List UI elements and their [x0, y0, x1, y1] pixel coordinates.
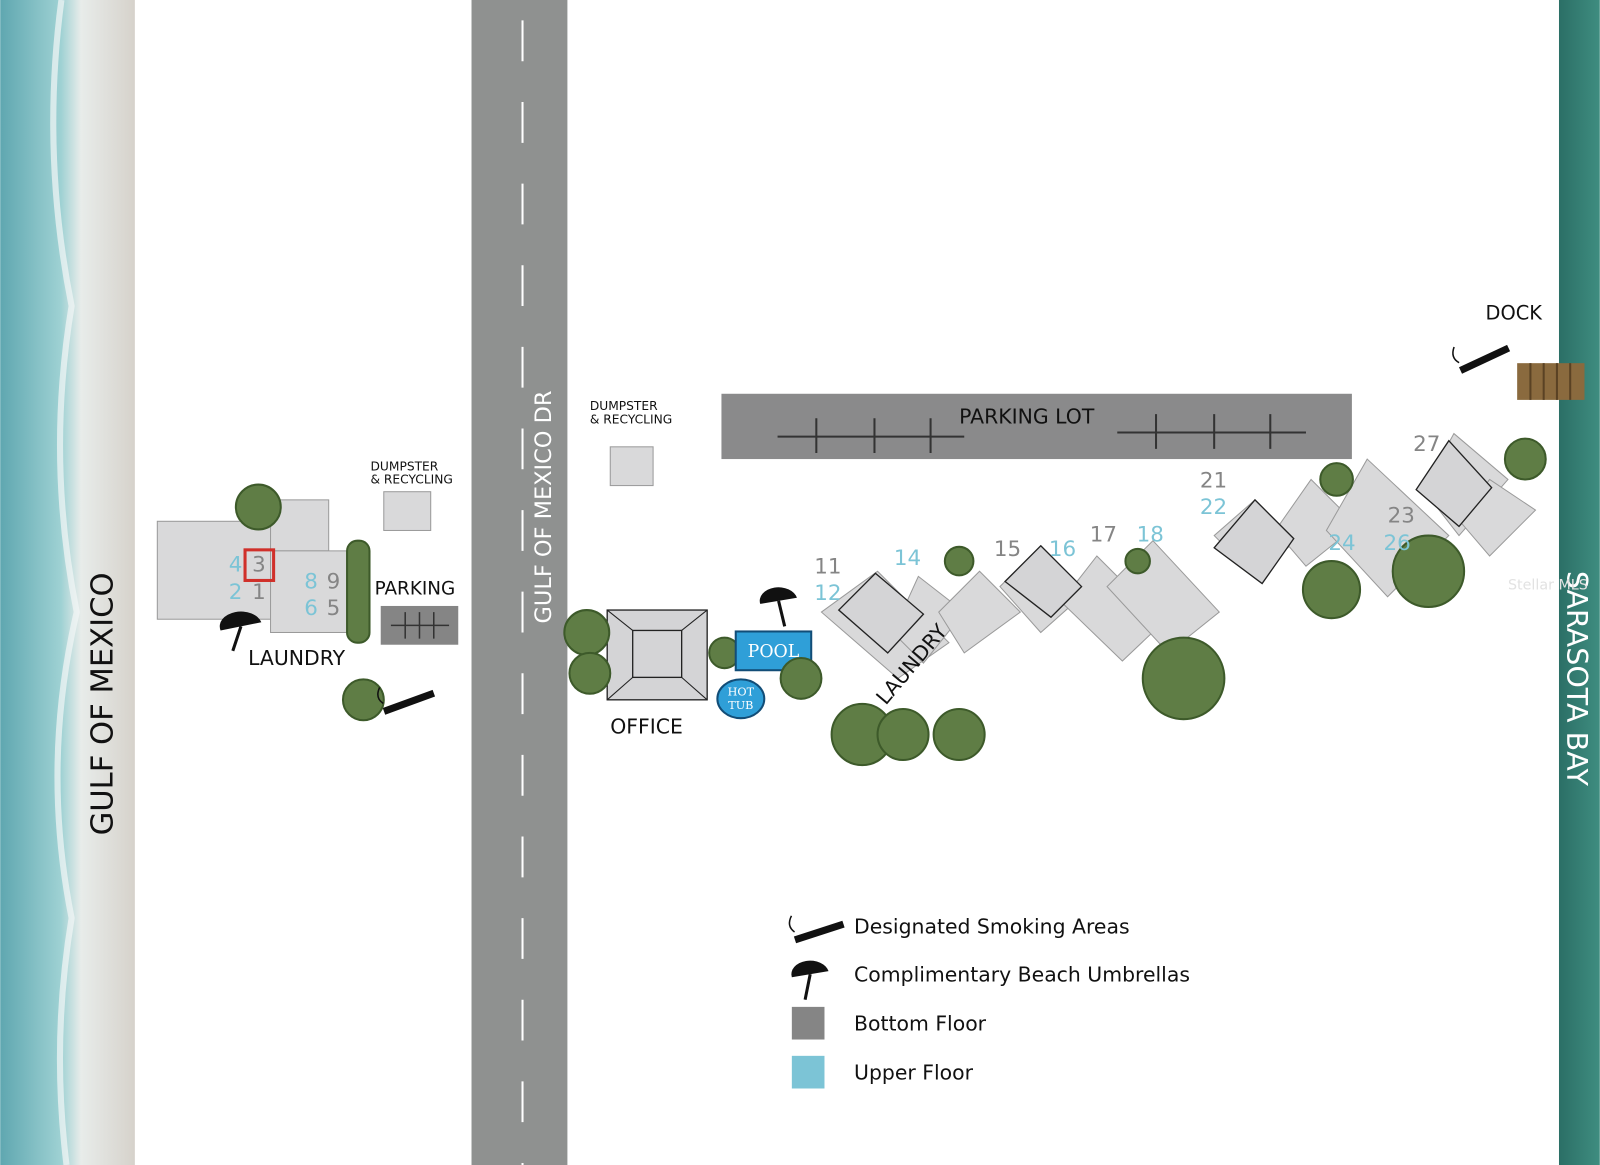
- tree: [1141, 636, 1226, 721]
- tree: [568, 651, 612, 695]
- dock-label: DOCK: [1486, 301, 1544, 324]
- surf-line: [50, 0, 80, 1165]
- watermark: Stellar MLS: [1508, 578, 1588, 594]
- road-label: GULF OF MEXICO DR: [531, 391, 557, 624]
- legend: Designated Smoking Areas Complimentary B…: [788, 914, 1190, 1089]
- unit-18[interactable]: 18: [1137, 523, 1164, 548]
- dumpster-east: [609, 446, 654, 487]
- tree: [1124, 547, 1151, 575]
- hot-tub-label: HOT: [728, 686, 755, 699]
- upper-floor-swatch: [791, 1055, 825, 1089]
- dock: [1517, 363, 1585, 400]
- gulf-label: GULF OF MEXICO: [85, 572, 120, 835]
- hot-tub: [716, 678, 766, 720]
- office-label: OFFICE: [610, 714, 683, 738]
- laundry-label-west: LAUNDRY: [248, 646, 346, 670]
- pool-label: POOL: [748, 642, 800, 662]
- smoking-icon: [1452, 344, 1511, 374]
- dumpster-label-west: DUMPSTER: [371, 459, 439, 473]
- parking-lot-label: PARKING LOT: [959, 404, 1095, 428]
- legend-smoking-label: Designated Smoking Areas: [854, 914, 1130, 938]
- east-buildings: [820, 432, 1537, 680]
- unit-23[interactable]: 23: [1388, 503, 1415, 528]
- tree: [1391, 534, 1466, 609]
- dumpster-label-east-line2: & RECYCLING: [590, 412, 672, 426]
- tree: [1503, 437, 1547, 481]
- tree: [563, 609, 611, 656]
- unit-5[interactable]: 5: [327, 596, 341, 621]
- sarasota-bay-area: [1558, 0, 1600, 1165]
- parking-west: [380, 605, 459, 645]
- unit-26[interactable]: 26: [1384, 531, 1411, 556]
- umbrella-icon: [219, 611, 262, 652]
- umbrella-icon: [759, 587, 797, 627]
- unit-16[interactable]: 16: [1049, 537, 1076, 562]
- unit-1[interactable]: 1: [252, 580, 266, 605]
- unit-21[interactable]: 21: [1200, 469, 1227, 494]
- smoking-icon: [377, 687, 436, 715]
- unit-9[interactable]: 9: [327, 570, 341, 595]
- parking-lot: [721, 393, 1352, 460]
- parking-label: PARKING: [375, 579, 456, 600]
- tree: [876, 707, 930, 762]
- tree: [1301, 560, 1362, 620]
- gulf-of-mexico-dr-road: [464, 0, 575, 1165]
- west-building: [156, 499, 350, 633]
- tree: [234, 483, 282, 531]
- unit-2[interactable]: 2: [229, 580, 243, 605]
- tree: [932, 707, 986, 762]
- unit-12[interactable]: 12: [814, 581, 841, 606]
- hot-tub-label-line2: TUB: [728, 699, 753, 712]
- tree: [943, 545, 975, 577]
- legend-umbrella-label: Complimentary Beach Umbrellas: [854, 962, 1190, 986]
- unit-11[interactable]: 11: [814, 554, 841, 579]
- unit-6[interactable]: 6: [304, 596, 318, 621]
- hedge: [346, 539, 371, 644]
- unit-8[interactable]: 8: [304, 570, 318, 595]
- legend-bottom-floor-label: Bottom Floor: [854, 1011, 987, 1035]
- unit-24[interactable]: 24: [1328, 531, 1355, 556]
- dumpster-label-west-line2: & RECYCLING: [371, 473, 453, 487]
- unit-27[interactable]: 27: [1413, 432, 1440, 457]
- bay-label: SARASOTA BAY: [1560, 571, 1594, 787]
- legend-upper-floor-label: Upper Floor: [854, 1060, 974, 1084]
- highlighted-unit-box: [243, 548, 276, 582]
- unit-15[interactable]: 15: [994, 537, 1021, 562]
- tree: [779, 656, 823, 700]
- unit-17[interactable]: 17: [1090, 523, 1117, 548]
- unit-3[interactable]: 3: [252, 552, 266, 577]
- smoking-icon: [788, 915, 845, 944]
- dumpster-west: [383, 491, 432, 531]
- tree: [341, 678, 385, 722]
- unit-22[interactable]: 22: [1200, 495, 1227, 520]
- dumpster-label-east: DUMPSTER: [590, 399, 658, 413]
- bottom-floor-swatch: [791, 1006, 825, 1040]
- tree: [1319, 462, 1354, 497]
- office-building: [606, 609, 708, 701]
- unit-14[interactable]: 14: [894, 546, 921, 571]
- unit-4[interactable]: 4: [229, 552, 243, 577]
- umbrella-icon: [791, 960, 829, 1001]
